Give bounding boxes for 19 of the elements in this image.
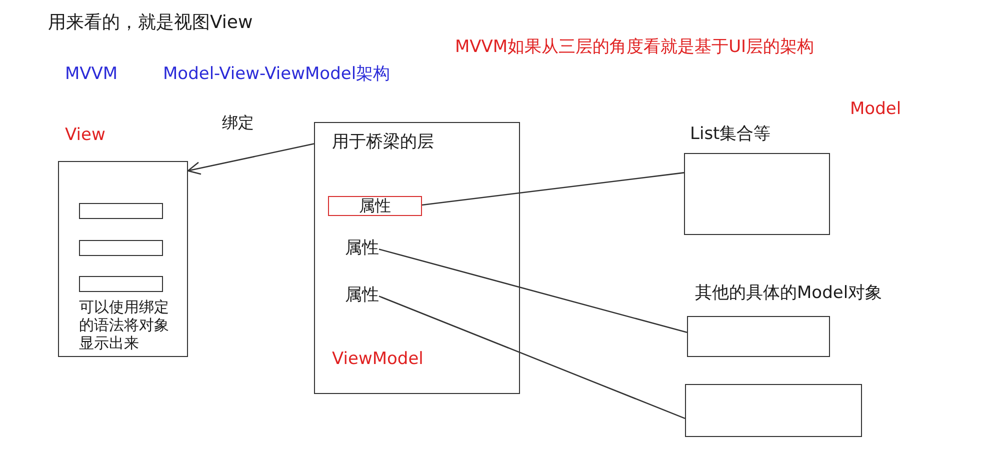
acronym-text: MVVM — [65, 64, 118, 84]
property-label: 属性 — [345, 237, 379, 260]
property-label: 属性 — [345, 284, 379, 307]
edge-label: 绑定 — [222, 113, 254, 132]
box-heading: View — [65, 125, 106, 146]
box-heading: 用于桥梁的层 — [332, 132, 434, 152]
connector-line — [422, 172, 684, 206]
caption-text: 用来看的，就是视图View — [48, 12, 253, 34]
arrow — [187, 143, 314, 175]
subtitle-text: Model-View-ViewModel架构 — [163, 64, 390, 84]
connector-line — [378, 296, 686, 420]
connector-line — [378, 248, 688, 334]
layer-label: Model — [850, 99, 902, 120]
body-text: 可以使用绑定的语法将对象显示出来 — [79, 298, 170, 352]
note-text: MVVM如果从三层的角度看就是基于UI层的架构 — [455, 37, 814, 58]
box-heading: List集合等 — [690, 124, 771, 144]
property-box: 属性 — [328, 196, 422, 216]
body-text: ViewModel — [332, 349, 424, 370]
box-heading: 其他的具体的Model对象 — [695, 283, 882, 304]
